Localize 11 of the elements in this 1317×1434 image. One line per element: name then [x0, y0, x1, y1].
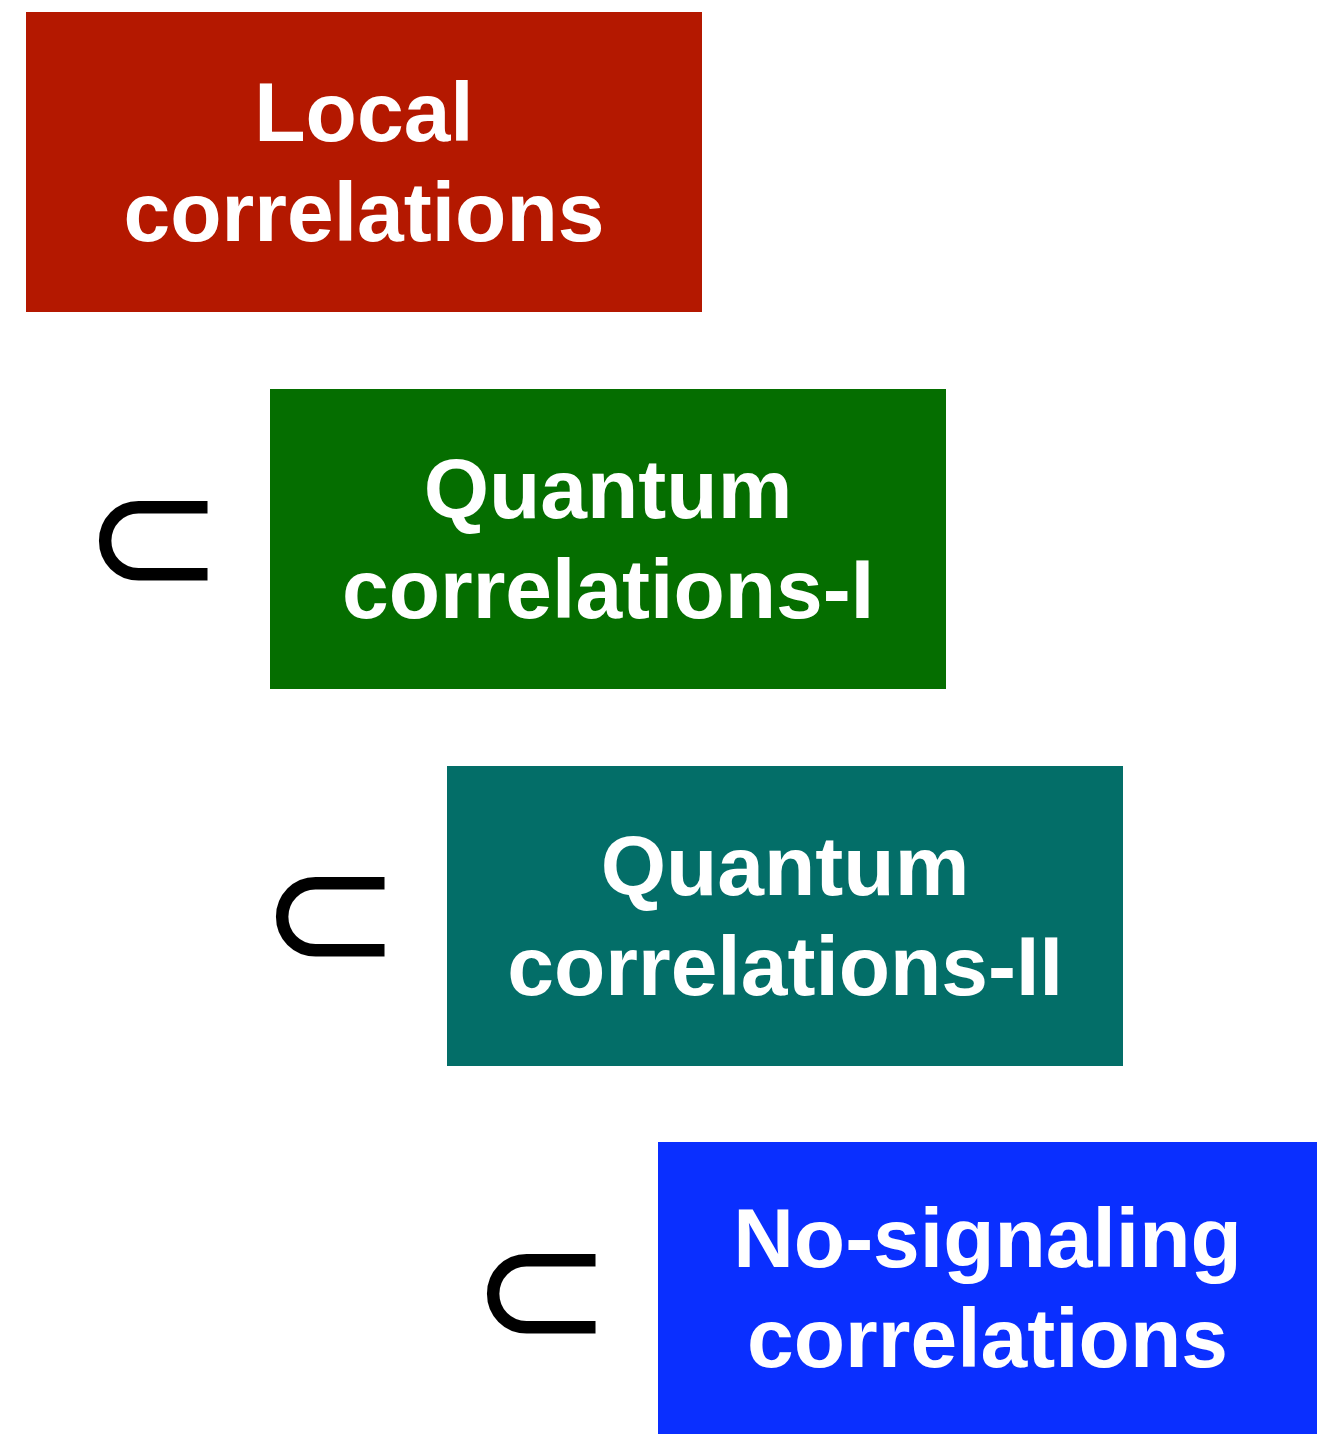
category-box	[270, 389, 946, 689]
subset-symbol: ⊂	[259, 826, 402, 996]
box-title: Local correlations	[122, 64, 606, 261]
subset-symbol: ⊂	[470, 1203, 613, 1373]
category-box	[26, 12, 702, 312]
subset-symbol: ⊂	[82, 450, 225, 620]
category-box	[658, 1142, 1317, 1434]
box-title: Quantum correlations-I	[340, 441, 876, 638]
box-title: No-signaling correlations	[732, 1190, 1243, 1387]
box-title: Quantum correlations-II	[506, 818, 1064, 1015]
category-box	[447, 766, 1123, 1066]
